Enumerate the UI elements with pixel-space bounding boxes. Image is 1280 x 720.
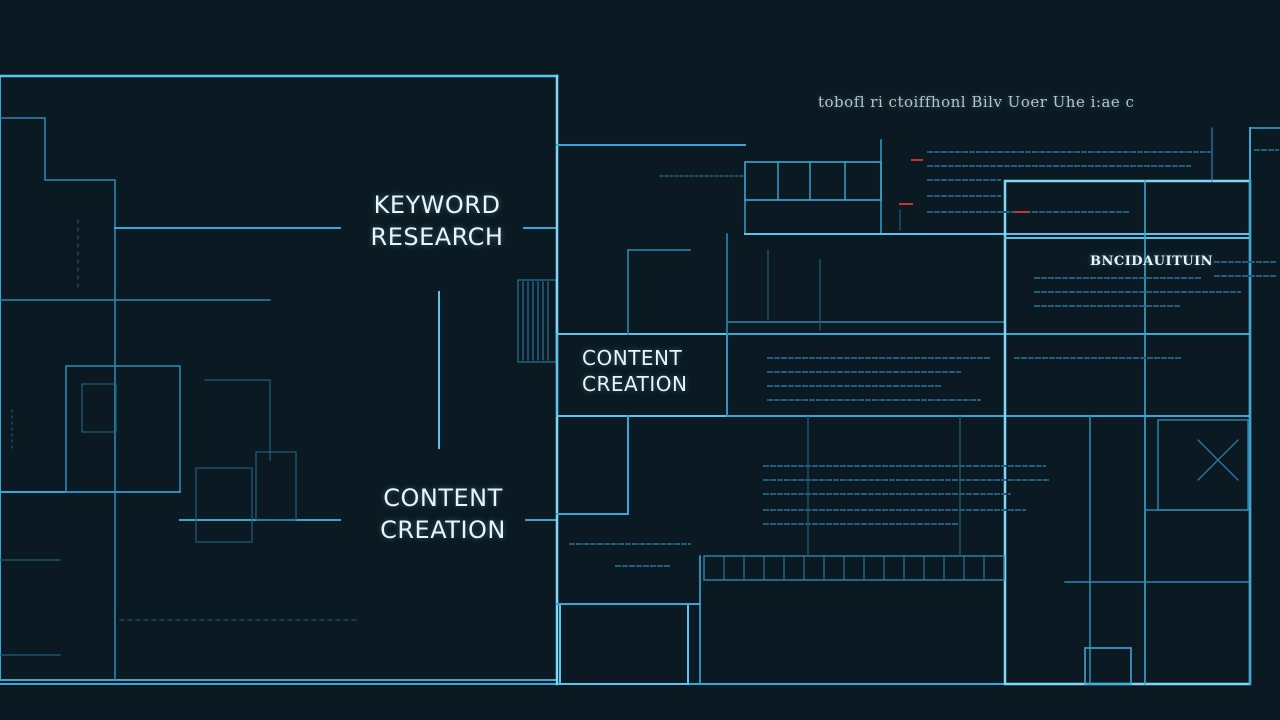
panel-label: BNCIDAUITUIN: [1090, 254, 1214, 269]
keyword-research-label: KEYWORD RESEARCH: [366, 190, 508, 253]
content-creation-left-line-1: CONTENT: [383, 484, 503, 512]
content-creation-left-label: CONTENT CREATION: [372, 483, 514, 546]
left-panel-frame: [0, 75, 558, 681]
content-creation-mid-line-2: CREATION: [582, 372, 688, 397]
content-creation-mid-line-1: CONTENT: [582, 346, 683, 370]
keyword-research-line-1: KEYWORD: [373, 191, 501, 219]
lower-box: [559, 603, 689, 685]
keyword-research-line-2: RESEARCH: [370, 222, 504, 251]
content-creation-mid-label: CONTENT CREATION: [582, 345, 687, 398]
content-creation-left-line-2: CREATION: [380, 515, 506, 544]
header-text: tobofl ri ctoiffhonl Bilv Uoer Uhe i:ae …: [818, 93, 1135, 111]
left-wall-upper: [0, 117, 116, 681]
connector-block: [517, 279, 557, 363]
